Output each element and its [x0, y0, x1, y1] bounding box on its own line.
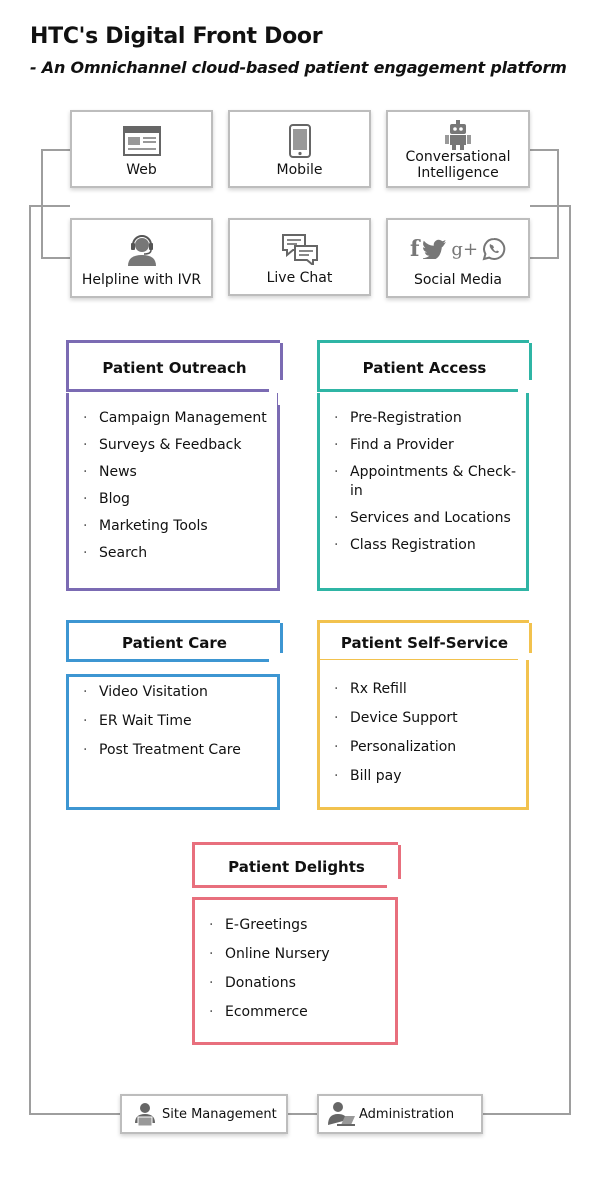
whatsapp-icon — [482, 237, 506, 261]
list-item[interactable]: Online Nursery — [195, 945, 395, 964]
browser-window-icon — [72, 124, 211, 158]
channel-web[interactable]: Web — [70, 110, 213, 188]
administration-label: Administration — [359, 1106, 455, 1122]
twitter-icon — [423, 239, 447, 259]
administration-button[interactable]: Administration — [317, 1094, 483, 1134]
list-item[interactable]: Surveys & Feedback — [69, 436, 277, 455]
list-item[interactable]: Bill pay — [320, 767, 526, 786]
list-item[interactable]: Post Treatment Care — [69, 741, 277, 760]
channel-conversational-intelligence[interactable]: Conversational Intelligence — [386, 110, 530, 188]
list-item[interactable]: Pre-Registration — [320, 409, 526, 428]
mobile-phone-icon — [230, 124, 369, 158]
chat-bubbles-icon — [230, 232, 369, 266]
section-header-delights: Patient Delights — [192, 842, 401, 888]
list-item[interactable]: Services and Locations — [320, 509, 526, 528]
channel-mobile[interactable]: Mobile — [228, 110, 371, 188]
list-item[interactable]: Marketing Tools — [69, 517, 277, 536]
section-title: Patient Delights — [228, 857, 365, 876]
channel-label: Conversational Intelligence — [405, 149, 511, 181]
section-header-selfservice: Patient Self-Service — [317, 620, 532, 662]
section-header-care: Patient Care — [66, 620, 283, 662]
section-title: Patient Outreach — [102, 358, 247, 377]
list-item[interactable]: Personalization — [320, 738, 526, 757]
list-item[interactable]: News — [69, 463, 277, 482]
section-title: Patient Care — [122, 633, 227, 652]
section-list-care: Video Visitation ER Wait Time Post Treat… — [66, 674, 280, 810]
list-item[interactable]: Find a Provider — [320, 436, 526, 455]
list-item[interactable]: Donations — [195, 974, 395, 993]
list-item[interactable]: Video Visitation — [69, 683, 277, 702]
channel-label: Web — [126, 162, 157, 178]
list-item[interactable]: Ecommerce — [195, 1003, 395, 1022]
section-header-access: Patient Access — [317, 340, 532, 392]
google-plus-icon: g+ — [451, 238, 479, 260]
section-title: Patient Access — [362, 358, 487, 377]
section-title: Patient Self-Service — [340, 633, 509, 652]
channel-social-media[interactable]: f g+ Social Media — [386, 218, 530, 298]
list-item[interactable]: Appointments & Check-in — [320, 463, 526, 501]
list-item[interactable]: Blog — [69, 490, 277, 509]
list-item[interactable]: Class Registration — [320, 536, 526, 555]
list-item[interactable]: Search — [69, 544, 277, 563]
section-list-selfservice: Rx Refill Device Support Personalization… — [317, 660, 529, 810]
list-item[interactable]: Campaign Management — [69, 409, 277, 428]
section-list-outreach: Campaign Management Surveys & Feedback N… — [66, 393, 281, 591]
channel-label: Social Media — [413, 272, 502, 288]
admin-user-icon — [325, 1101, 359, 1127]
robot-icon — [388, 120, 528, 150]
channel-label: Helpline with IVR — [81, 272, 202, 288]
list-item[interactable]: E-Greetings — [195, 916, 395, 935]
section-header-outreach: Patient Outreach — [66, 340, 283, 392]
list-item[interactable]: Device Support — [320, 709, 526, 728]
channel-label: Live Chat — [266, 270, 333, 286]
site-management-label: Site Management — [162, 1106, 277, 1122]
list-item[interactable]: ER Wait Time — [69, 712, 277, 731]
page-title: HTC's Digital Front Door — [30, 24, 323, 49]
social-media-icons: f g+ — [388, 232, 528, 266]
section-list-access: Pre-Registration Find a Provider Appoint… — [317, 393, 529, 591]
channel-live-chat[interactable]: Live Chat — [228, 218, 371, 296]
user-monitor-icon — [128, 1101, 162, 1127]
channel-helpline[interactable]: Helpline with IVR — [70, 218, 213, 298]
site-management-button[interactable]: Site Management — [120, 1094, 288, 1134]
facebook-icon: f — [409, 236, 420, 262]
headset-agent-icon — [72, 232, 211, 266]
channel-label: Mobile — [276, 162, 323, 178]
list-item[interactable]: Rx Refill — [320, 680, 526, 699]
section-list-delights: E-Greetings Online Nursery Donations Eco… — [192, 897, 398, 1045]
page-subtitle: - An Omnichannel cloud-based patient eng… — [30, 58, 567, 77]
